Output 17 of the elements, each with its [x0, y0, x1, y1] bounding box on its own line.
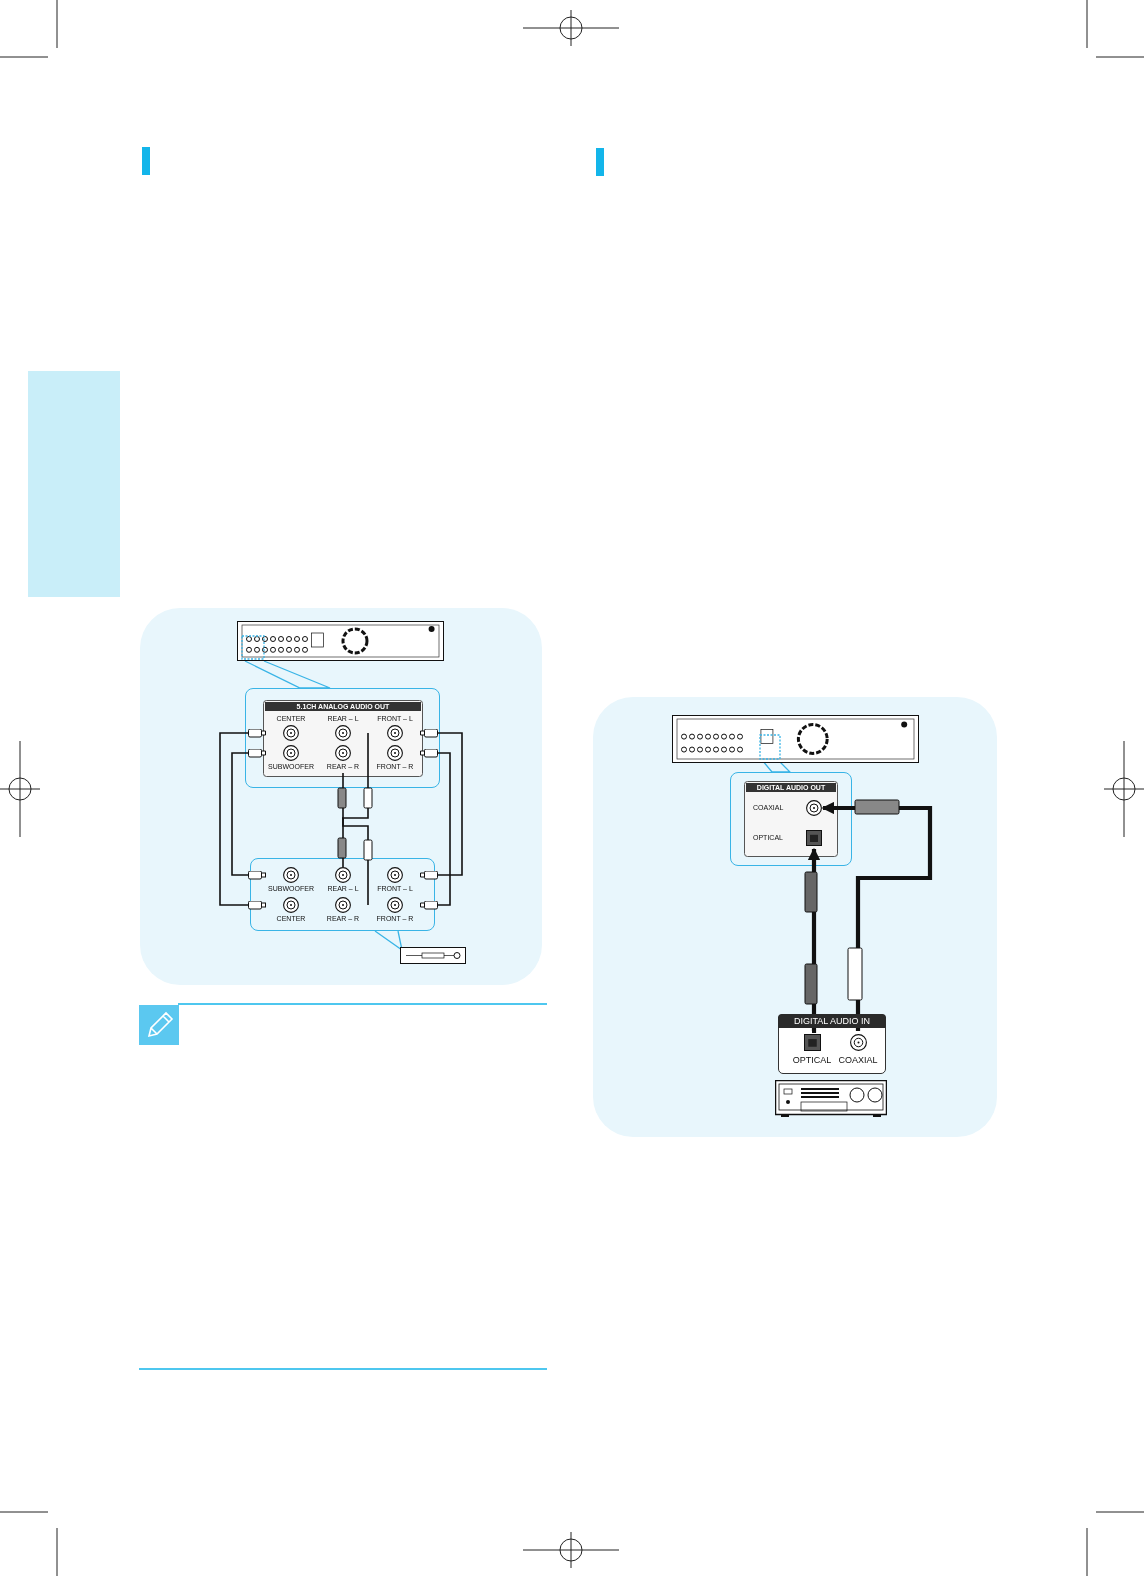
panel-heading: DIGITAL AUDIO IN [778, 1014, 886, 1028]
amplifier-drawing [400, 947, 466, 966]
callout-box [730, 772, 852, 866]
side-tab [28, 371, 120, 597]
callout-box [250, 858, 435, 931]
input-panel [778, 1014, 886, 1074]
recorder-drawing [237, 621, 444, 661]
cable [341, 732, 369, 868]
cable [419, 728, 463, 880]
jack-label: OPTICAL [791, 1055, 833, 1066]
cable [231, 748, 267, 880]
cable [342, 772, 369, 906]
cable [419, 748, 451, 910]
recorder-drawing [672, 715, 919, 763]
jack-label: COAXIAL [837, 1055, 879, 1066]
cable [219, 728, 267, 910]
receiver-drawing [775, 1080, 887, 1118]
